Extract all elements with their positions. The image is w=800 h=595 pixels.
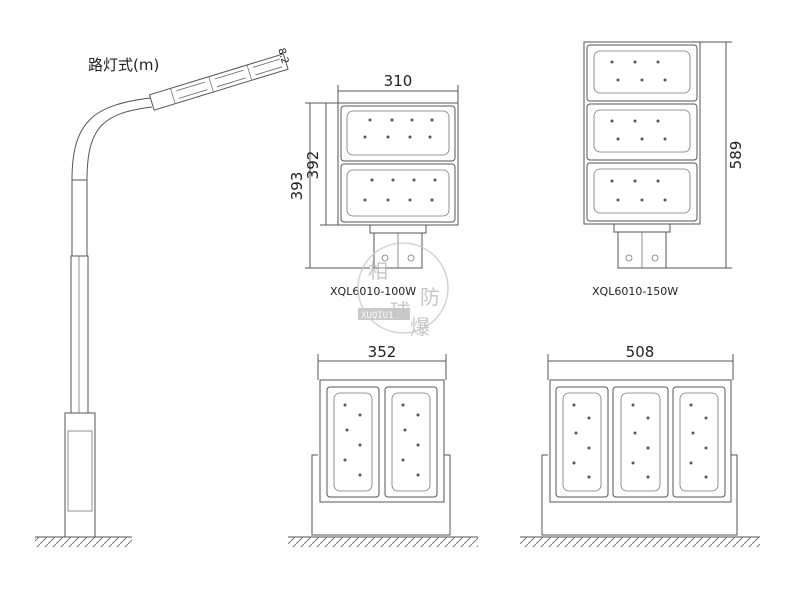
watermark-char-4: 爆 xyxy=(410,315,430,339)
watermark-char-3: 防 xyxy=(420,285,440,309)
watermark-seal: 相 球 防 爆 XUQIU1 xyxy=(357,242,449,339)
front-view-100w: 310 393 392 xyxy=(288,72,459,269)
dim-width-100w: 310 xyxy=(384,72,413,90)
side-view-double: 352 xyxy=(288,343,478,547)
model-label-100w: XQL6010-100W xyxy=(330,285,416,298)
side-view-triple: 508 xyxy=(520,343,760,547)
watermark-char-2: 球 xyxy=(390,299,410,323)
dim-height-inner-100w: 392 xyxy=(304,151,322,180)
street-light-pole: 8.2 xyxy=(35,47,290,547)
dim-height-150w: 589 xyxy=(727,141,745,170)
page-title: 路灯式(m) xyxy=(88,56,159,74)
watermark-latin: XUQIU1 xyxy=(361,311,394,321)
dim-width-triple: 508 xyxy=(626,343,655,361)
model-label-150w: XQL6010-150W xyxy=(592,285,678,298)
dim-height-outer-100w: 393 xyxy=(288,172,306,201)
front-view-150w: 589 xyxy=(583,41,745,269)
watermark-char-1: 相 xyxy=(368,259,388,283)
dim-width-double: 352 xyxy=(368,343,397,361)
height-mark: 8.2 xyxy=(275,47,290,65)
